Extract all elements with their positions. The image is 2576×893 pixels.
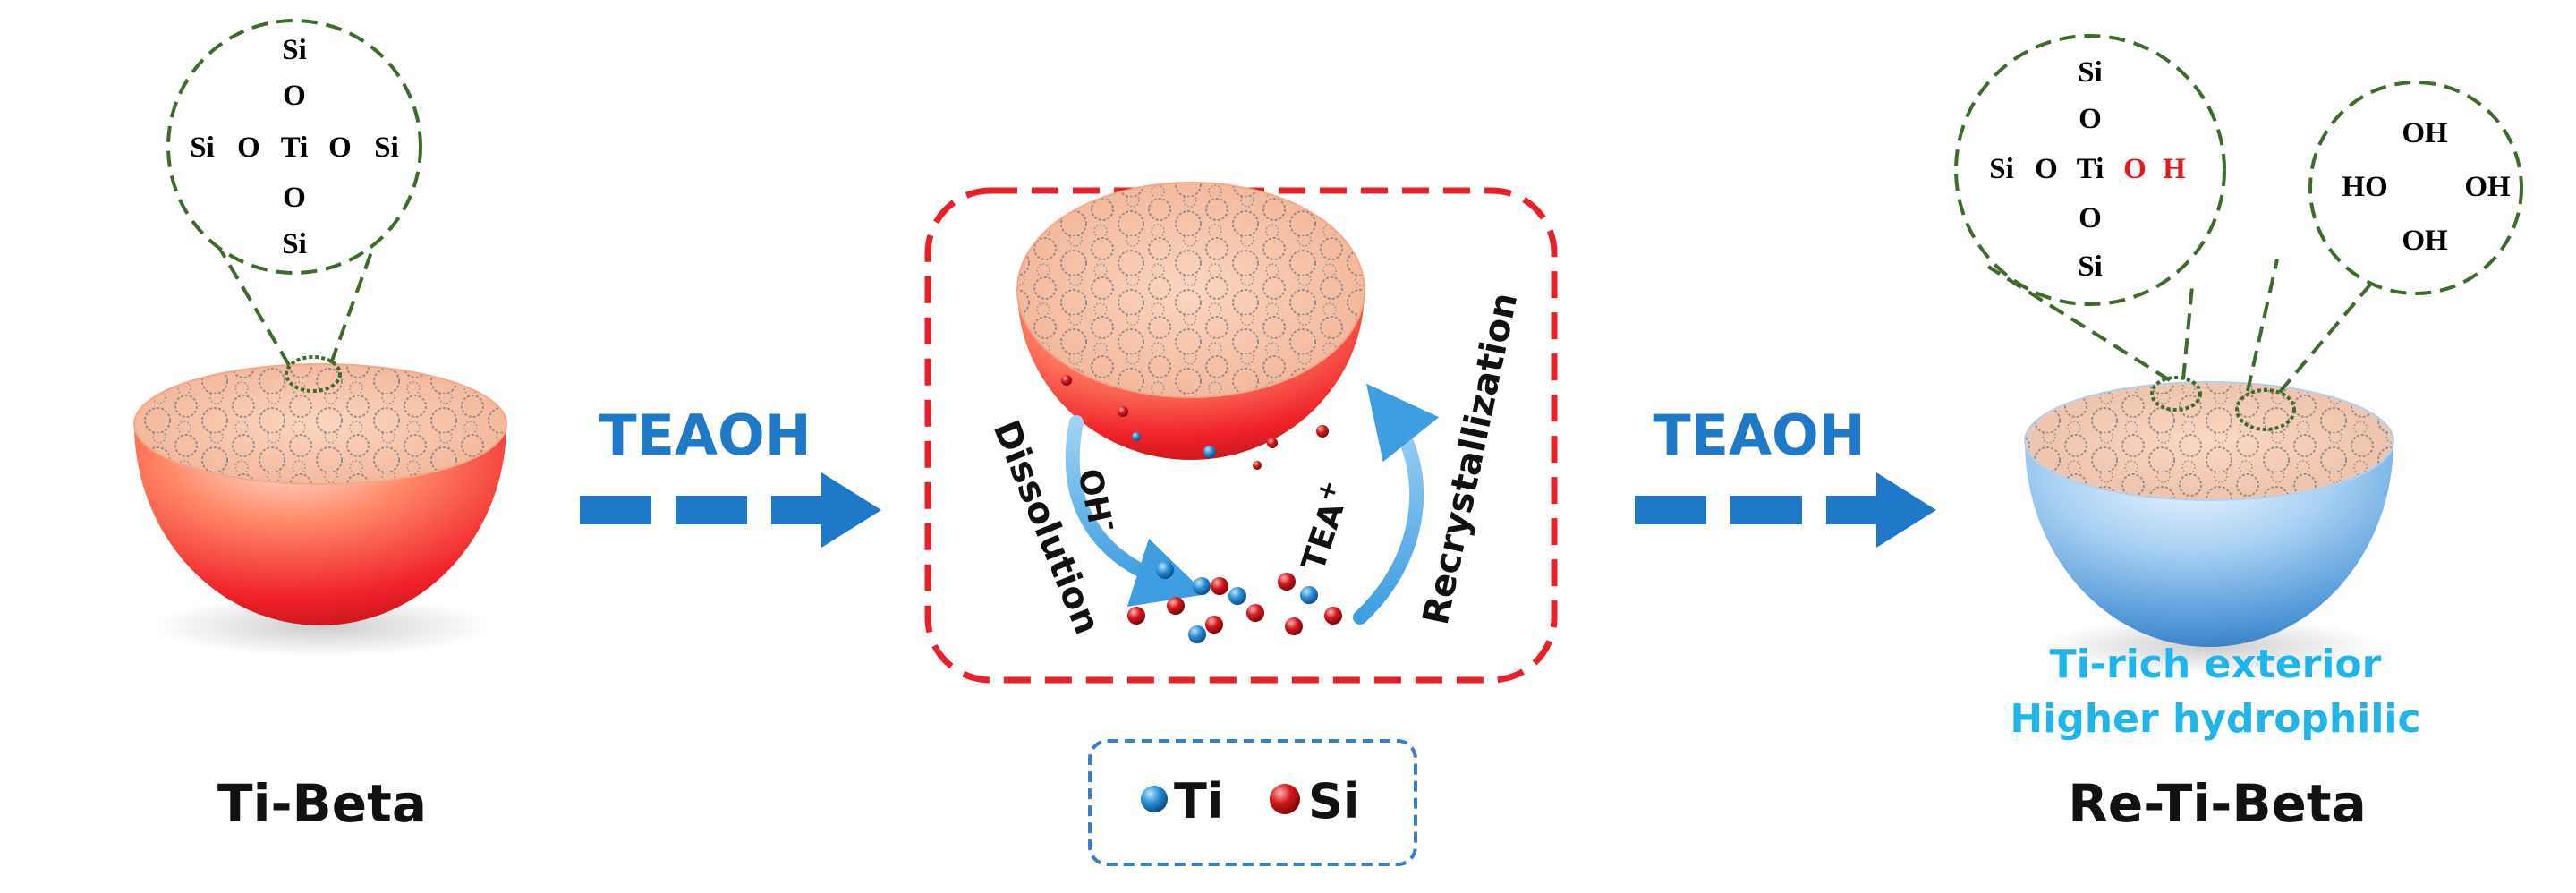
zoom-left-si-top: Si [282, 34, 307, 66]
zoom-left-circle [166, 19, 422, 275]
zoom-left-si-right: Si [374, 132, 399, 164]
si-atom [1278, 573, 1296, 591]
bowl-si-atom [1118, 406, 1128, 417]
left-arrow-dash-2 [676, 496, 747, 524]
oh-ion-label: OH- [1070, 464, 1126, 536]
zoom-right-a-hydroxyl-o: O [2123, 153, 2147, 185]
zoom-left-o-bottom: O [283, 182, 306, 214]
bowl-si-atom [1253, 461, 1262, 470]
process-box: Dissolution OH- TEA+ Recrystallization [924, 182, 1558, 684]
exterior-label-1: Ti-rich exterior [2050, 642, 2382, 687]
zoom-right-a-o-left: O [2035, 153, 2058, 185]
zoom-right-b-circle [2308, 81, 2523, 295]
zoom-right-a: Si O Si O Ti O H O Si [1954, 34, 2226, 412]
legend-ti-ball [1141, 786, 1168, 812]
ti-atom [1193, 577, 1211, 595]
si-atom [1285, 617, 1303, 635]
ti-atom [1188, 625, 1206, 643]
legend-si-label: Si [1308, 773, 1359, 829]
dissolution-arrow [1065, 415, 1207, 607]
legend: Ti Si [1088, 739, 1417, 866]
zoom-right-a-circle [1954, 34, 2226, 306]
oh-ion-text: OH [1070, 465, 1118, 526]
middle-rim [1016, 182, 1365, 398]
bowl-si-atom [1267, 438, 1278, 448]
zoom-right-a-si-bottom: Si [2078, 251, 2103, 283]
left-teaoh-arrow: TEAOH [580, 403, 881, 548]
ti-beta-shadow [152, 596, 492, 657]
zoom-left-si-left: Si [190, 132, 215, 164]
zoom-left-ti: Ti [281, 132, 309, 164]
legend-border [1088, 739, 1417, 866]
si-atom [1211, 577, 1228, 595]
zoom-right-b-line-b [2278, 271, 2382, 394]
zoom-left-si-bottom: Si [282, 228, 307, 260]
tea-ion-label: TEA+ [1288, 476, 1358, 575]
ti-atom [1300, 586, 1318, 604]
zoom-left-spot [285, 355, 342, 393]
right-arrow-head [1876, 472, 1936, 548]
si-atom [1246, 604, 1264, 622]
zoom-left-o-left: O [237, 132, 260, 164]
middle-framework [1017, 183, 1365, 397]
zoom-right-a-si-left: Si [1989, 153, 2014, 185]
bowl-ti-atom [1132, 432, 1141, 441]
zoom-left: Si O Si O Ti O Si O Si [166, 19, 422, 393]
si-atom [1167, 597, 1185, 615]
recrystallization-label: Recrystallization [1416, 289, 1526, 628]
si-atom [1127, 607, 1145, 625]
legend-ti-label: Ti [1174, 773, 1223, 829]
right-teaoh-arrow: TEAOH [1635, 403, 1936, 548]
bowl-si-atom [1316, 425, 1329, 438]
ti-atom [1156, 561, 1174, 579]
zoom-right-b-spot [2235, 388, 2296, 431]
left-arrow-dash-1 [580, 496, 651, 524]
bowl-si-atom [1061, 375, 1072, 386]
zoom-right-b-line-a [2246, 259, 2279, 392]
zoom-right-a-o-bottom: O [2079, 202, 2102, 234]
ti-atom [1228, 587, 1246, 605]
zoom-right-a-si-top: Si [2078, 56, 2103, 89]
dissolved-species [1127, 561, 1342, 643]
si-atom [1205, 616, 1223, 634]
legend-si-ball [1270, 784, 1300, 814]
ti-beta-framework [134, 364, 506, 484]
zoom-left-o-top: O [283, 80, 306, 112]
zoom-right-b-oh-bottom: OH [2402, 225, 2448, 257]
zoom-right-b: OH HO OH OH [2235, 81, 2523, 431]
exterior-label-2: Higher hydrophilic [2010, 696, 2420, 742]
zoom-right-a-spot [2150, 376, 2202, 412]
zoom-right-a-o-top: O [2079, 103, 2102, 135]
re-ti-beta-framework [2025, 382, 2393, 500]
re-ti-beta-particle: Ti-rich exterior Higher hydrophilic [2010, 381, 2421, 742]
left-arrow-head [821, 472, 881, 548]
bowl-ti-atom [1203, 446, 1216, 458]
zoom-right-a-line-a [1986, 265, 2172, 382]
teaoh-right-label: TEAOH [1653, 403, 1865, 468]
zoom-right-a-line-b [2181, 285, 2194, 380]
recrystallization-arrow [1353, 383, 1440, 625]
re-ti-beta-label: Re-Ti-Beta [2068, 773, 2366, 834]
tea-ion-text: TEA [1296, 498, 1352, 575]
zoom-right-b-oh-top: OH [2402, 117, 2448, 149]
zoom-right-b-oh-right: OH [2464, 171, 2511, 203]
ti-beta-particle [133, 363, 507, 657]
zoom-left-line-b [329, 239, 378, 364]
re-ti-beta-rim [2024, 381, 2394, 501]
right-arrow-dash-1 [1635, 496, 1706, 524]
teaoh-left-label: TEAOH [599, 403, 811, 468]
zoom-right-b-ho-left: HO [2342, 171, 2387, 203]
dissolving-particle [1016, 182, 1365, 470]
zoom-right-a-ti: Ti [2077, 153, 2104, 185]
si-atom [1324, 607, 1342, 625]
zoom-right-a-hydroxyl-h: H [2163, 153, 2186, 185]
ti-beta-label: Ti-Beta [217, 773, 427, 834]
right-arrow-dash-2 [1730, 496, 1802, 524]
zoom-left-o-right: O [328, 132, 352, 164]
ti-beta-rim [133, 363, 507, 485]
